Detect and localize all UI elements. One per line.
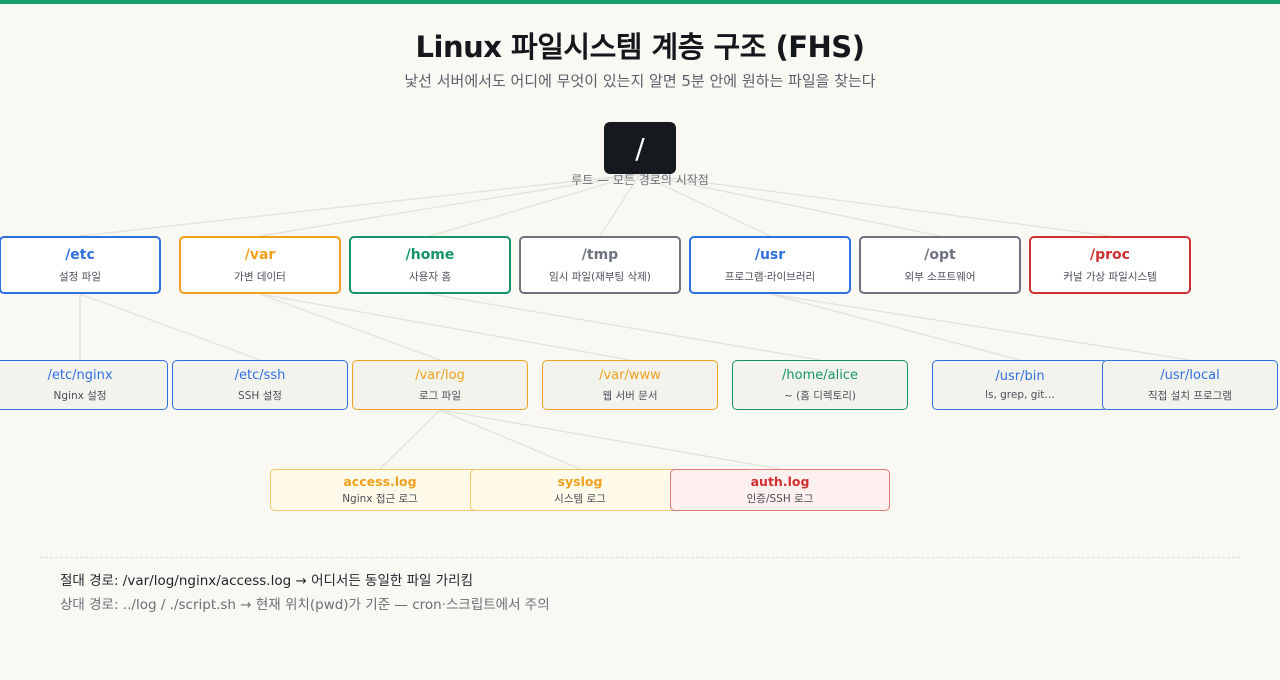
link-root-tmp	[599, 173, 641, 237]
root-caption: 루트 — 모든 경로의 시작점	[571, 173, 709, 187]
note-relative-path: 상대 경로: ../log / ./script.sh → 현재 위치(pwd)…	[60, 597, 550, 613]
dir-home-alice: /home/alice ~ (홈 디렉토리)	[732, 360, 908, 410]
note-absolute-path: 절대 경로: /var/log/nginx/access.log → 어디서든 …	[60, 573, 473, 589]
dir-proc: /proc 커널 가상 파일시스템	[1029, 236, 1191, 294]
file-name: access.log	[343, 474, 417, 489]
dir-desc: 웹 서버 문서	[602, 389, 658, 402]
page-subtitle: 낯선 서버에서도 어디에 무엇이 있는지 알면 5분 안에 원하는 파일을 찾는…	[404, 72, 876, 90]
dir-name: /tmp	[581, 246, 619, 263]
link-root-etc	[79, 173, 641, 237]
link-log-access	[379, 409, 441, 470]
root-node: /	[604, 122, 676, 174]
dir-opt: /opt 외부 소프트웨어	[859, 236, 1021, 294]
link-var-www	[259, 293, 631, 361]
file-desc: 인증/SSH 로그	[746, 493, 814, 505]
file-auth-log: auth.log 인증/SSH 로그	[670, 469, 890, 511]
file-name: syslog	[557, 474, 603, 489]
dir-usr-local: /usr/local 직접 설치 프로그램	[1102, 360, 1278, 410]
dir-desc: ls, grep, git…	[985, 389, 1055, 401]
link-var-log	[259, 293, 441, 361]
dir-name: /usr/local	[1160, 367, 1220, 383]
dir-name: /opt	[924, 246, 956, 263]
dir-desc: 프로그램·라이브러리	[724, 270, 816, 283]
file-access-log: access.log Nginx 접근 로그	[270, 469, 490, 511]
dir-name: /usr/bin	[995, 369, 1045, 384]
dir-var: /var 가변 데이터	[179, 236, 341, 294]
link-usr-local	[769, 293, 1191, 361]
link-root-proc	[639, 173, 1111, 237]
dir-etc-ssh: /etc/ssh SSH 설정	[172, 360, 348, 410]
accent-bar	[0, 0, 1280, 4]
dir-desc: ~ (홈 디렉토리)	[784, 389, 856, 402]
dir-desc: 임시 파일(재부팅 삭제)	[549, 270, 651, 283]
dir-desc: 로그 파일	[419, 389, 461, 402]
dir-desc: 외부 소프트웨어	[904, 270, 976, 283]
dir-desc: 직접 설치 프로그램	[1148, 389, 1232, 402]
file-name: auth.log	[750, 474, 810, 489]
dir-name: /home	[405, 246, 455, 263]
dir-name: /var/www	[599, 367, 661, 383]
dir-usr: /usr 프로그램·라이브러리	[689, 236, 851, 294]
file-desc: 시스템 로그	[554, 493, 606, 505]
dir-home: /home 사용자 홈	[349, 236, 511, 294]
dir-name: /home/alice	[782, 367, 858, 383]
dir-etc: /etc 설정 파일	[0, 236, 161, 294]
dir-name: /proc	[1090, 246, 1130, 263]
link-root-home	[429, 173, 641, 237]
dir-var-www: /var/www 웹 서버 문서	[542, 360, 718, 410]
dir-var-log: /var/log 로그 파일	[352, 360, 528, 410]
dir-desc: 설정 파일	[59, 270, 101, 283]
dir-etc-nginx: /etc/nginx Nginx 설정	[0, 360, 168, 410]
dir-name: /etc/ssh	[234, 367, 286, 383]
dir-name: /var	[244, 246, 276, 263]
link-root-var	[259, 173, 641, 237]
link-usr-bin	[769, 293, 1021, 361]
dir-name: /var/log	[415, 367, 465, 383]
dir-desc: SSH 설정	[238, 389, 282, 402]
link-log-auth	[439, 409, 781, 470]
file-syslog: syslog 시스템 로그	[470, 469, 690, 511]
link-root-usr	[639, 173, 771, 237]
dir-desc: Nginx 설정	[53, 389, 107, 402]
dir-usr-bin: /usr/bin ls, grep, git…	[932, 360, 1108, 410]
notes-divider	[40, 557, 1240, 558]
dir-desc: 사용자 홈	[409, 270, 451, 283]
dir-tmp: /tmp 임시 파일(재부팅 삭제)	[519, 236, 681, 294]
dir-name: /etc	[65, 246, 95, 263]
dir-desc: 커널 가상 파일시스템	[1063, 270, 1157, 283]
dir-desc: 가변 데이터	[234, 270, 286, 283]
dir-name: /etc/nginx	[47, 367, 113, 383]
root-node-label: /	[635, 131, 645, 165]
link-root-opt	[639, 173, 941, 237]
page-title: Linux 파일시스템 계층 구조 (FHS)	[415, 30, 865, 64]
file-desc: Nginx 접근 로그	[342, 493, 418, 505]
link-etc-ssh	[79, 293, 261, 361]
link-log-syslog	[439, 409, 581, 470]
link-home-alice	[429, 293, 821, 361]
dir-name: /usr	[754, 246, 786, 263]
